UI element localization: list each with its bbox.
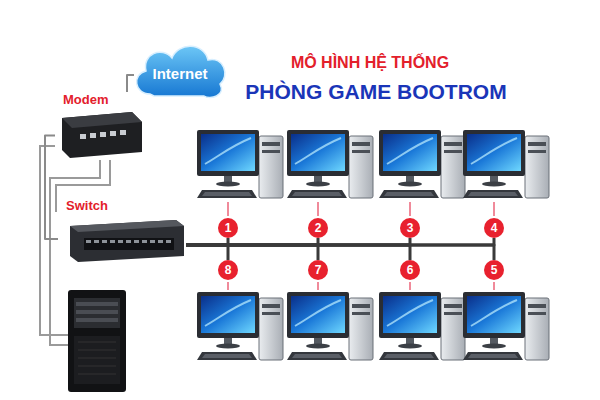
callout-number: 4 (491, 222, 498, 234)
bus-cable (186, 245, 494, 260)
device-node: Switch (58, 198, 186, 264)
callout-circle: 2 (308, 218, 328, 238)
device-node: Modem (55, 92, 147, 162)
cloud-label: Internet (152, 65, 207, 82)
bus-cable (186, 245, 410, 260)
callout-circle: 6 (400, 260, 420, 280)
callout-number: 1 (225, 222, 232, 234)
callout-circle: 7 (308, 260, 328, 280)
device-label: Switch (64, 198, 110, 213)
callout-circle: 1 (218, 218, 238, 238)
bus-cable (186, 245, 318, 260)
diagram-title: MÔ HÌNH HỆ THỐNG (291, 54, 449, 72)
callout-number: 6 (407, 264, 414, 276)
callout-circle: 8 (218, 260, 238, 280)
callout-circle: 3 (400, 218, 420, 238)
network-cable (45, 135, 58, 239)
diagram-heading: PHÒNG GAME BOOTROM (245, 80, 506, 104)
callout-number: 7 (315, 264, 322, 276)
callout-circle: 4 (484, 218, 504, 238)
callout-number: 8 (225, 264, 232, 276)
device-label: Modem (61, 92, 111, 107)
cloud-node: Internet (130, 38, 230, 102)
bus-cable (186, 245, 228, 260)
callout-circle: 5 (484, 260, 504, 280)
network-cable (127, 75, 134, 92)
callout-number: 2 (315, 222, 322, 234)
callout-number: 3 (407, 222, 414, 234)
callout-number: 5 (491, 264, 498, 276)
